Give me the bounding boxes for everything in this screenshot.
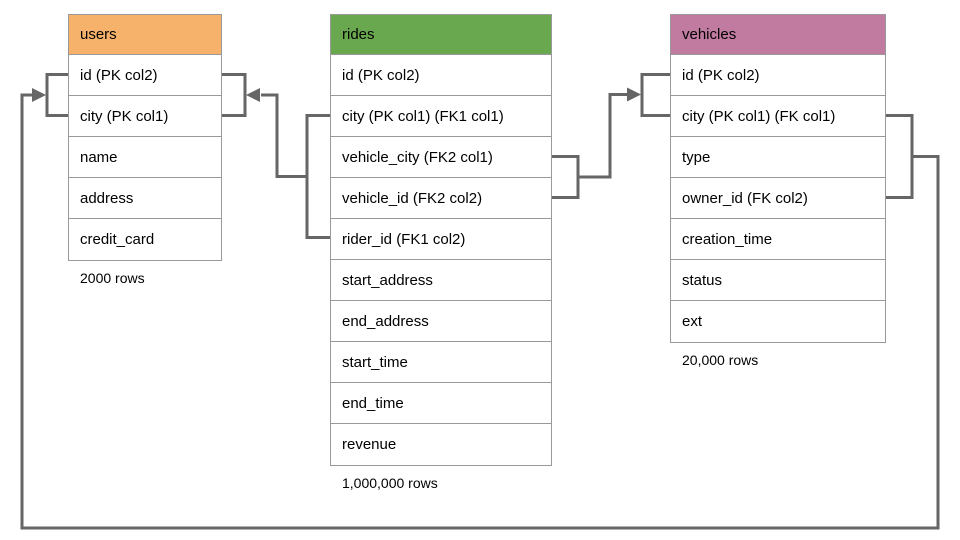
column-row: city (PK col1) (FK1 col1) [331,96,551,137]
fk-bracket-line [222,73,247,117]
column-row: credit_card [69,219,221,260]
fk-bracket-line [45,73,68,117]
fk-bracket-line [886,114,914,199]
relationship-line [578,93,628,179]
column-row: city (PK col1) (FK col1) [671,96,885,137]
column-row: owner_id (FK col2) [671,178,885,219]
column-row: start_time [331,342,551,383]
column-row: name [69,137,221,178]
table-rides-rowcount: 1,000,000 rows [342,475,438,491]
column-row: end_address [331,301,551,342]
column-row: id (PK col2) [69,55,221,96]
fk-bracket-line [640,73,670,117]
table-users-rowcount: 2000 rows [80,270,145,286]
arrowhead-icon [246,88,260,102]
table-vehicles-rowcount: 20,000 rows [682,352,759,368]
column-row: status [671,260,885,301]
fk-bracket-line [305,114,330,239]
column-row: address [69,178,221,219]
column-row: vehicle_city (FK2 col1) [331,137,551,178]
column-row: city (PK col1) [69,96,221,137]
column-row: vehicle_id (FK2 col2) [331,178,551,219]
column-row: ext [671,301,885,342]
table-vehicles-columns: id (PK col2)city (PK col1) (FK col1)type… [671,55,885,342]
column-row: end_time [331,383,551,424]
column-row: start_address [331,260,551,301]
table-rides: rides id (PK col2)city (PK col1) (FK1 co… [330,14,552,491]
table-vehicles-header: vehicles [671,15,885,55]
table-rides-columns: id (PK col2)city (PK col1) (FK1 col1)veh… [331,55,551,465]
column-row: id (PK col2) [671,55,885,96]
table-users-header: users [69,15,221,55]
column-row: rider_id (FK1 col2) [331,219,551,260]
column-row: creation_time [671,219,885,260]
table-rides-header: rides [331,15,551,55]
relationship-line [261,93,307,178]
arrowhead-icon [32,88,46,102]
arrowhead-icon [627,87,641,102]
table-vehicles: vehicles id (PK col2)city (PK col1) (FK … [670,14,886,368]
column-row: id (PK col2) [331,55,551,96]
column-row: type [671,137,885,178]
fk-bracket-line [552,155,580,199]
column-row: revenue [331,424,551,465]
